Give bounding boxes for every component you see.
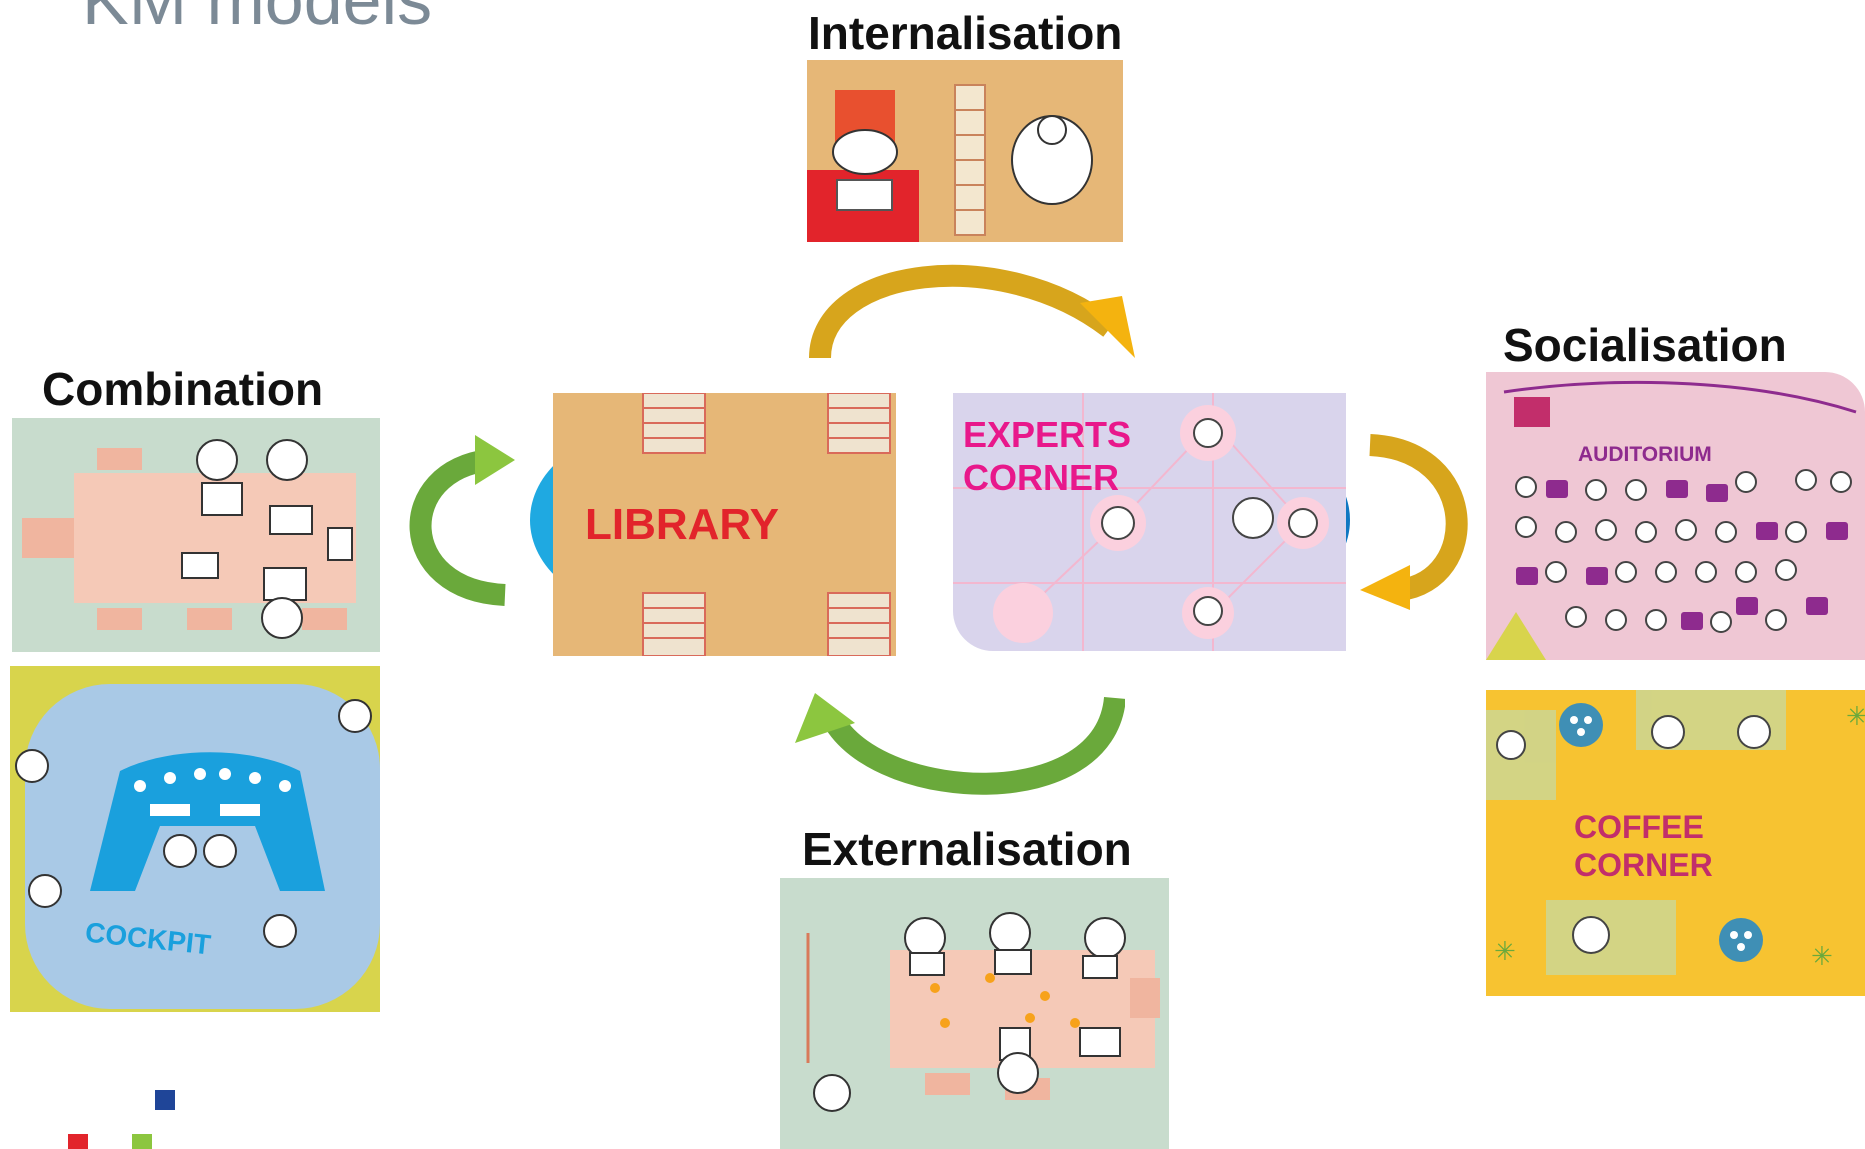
socialisation-coffee-image: ✳ ✳ ✳ COFFEE CORNER [1486,690,1865,996]
arrow-externalisation-to-combination [795,693,1125,795]
svg-text:✳: ✳ [1811,942,1833,972]
combination-meeting-image [12,418,380,652]
internalisation-image [807,60,1123,242]
svg-text:✳: ✳ [1494,937,1516,967]
externalisation-image [780,878,1169,1149]
label-combination: Combination [42,363,324,415]
socialisation-auditorium-image: AUDITORIUM [1486,372,1865,660]
auditorium-label: AUDITORIUM [1578,443,1712,466]
library-label: LIBRARY [585,500,779,549]
library-image: LIBRARY [553,393,896,656]
arrow-internalisation-to-socialisation [809,264,1135,359]
logo-icon [68,1090,175,1149]
experts-corner-label: EXPERTS CORNER [963,414,1132,499]
slide-title: KM models [82,0,433,39]
label-internalisation: Internalisation [808,7,1123,59]
experts-corner-image: EXPERTS CORNER [953,393,1346,651]
coffee-corner-label: COFFEE CORNER [1574,809,1713,884]
arrow-combination-to-library [409,435,515,606]
label-socialisation: Socialisation [1503,319,1787,371]
svg-text:✳: ✳ [1846,702,1865,732]
arrow-socialisation-to-experts [1360,434,1468,610]
label-externalisation: Externalisation [802,823,1132,875]
combination-cockpit-image: COCKPIT [10,666,380,1012]
